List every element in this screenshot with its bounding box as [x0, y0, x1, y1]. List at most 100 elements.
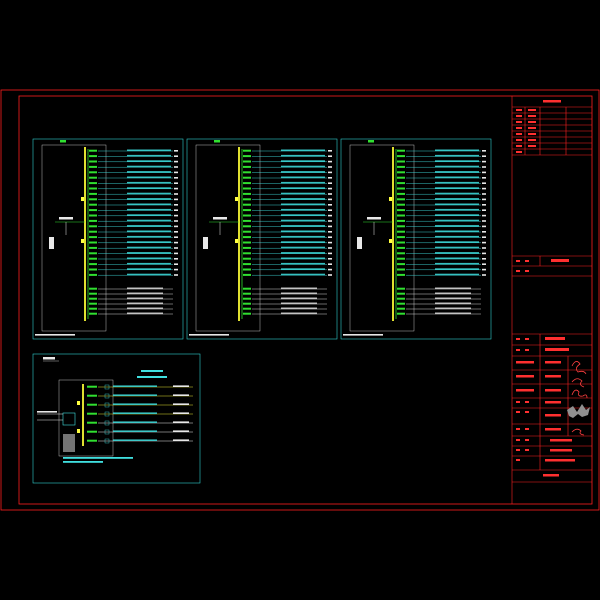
- sheet-outer-border: [0, 89, 600, 511]
- circuit-spec: [435, 292, 471, 295]
- circuit-load: [174, 166, 178, 168]
- circuit-line: [397, 154, 486, 158]
- circuit-line: [89, 225, 178, 228]
- circuit-load: [174, 252, 178, 255]
- circuit-line: [397, 176, 486, 179]
- circuit-line: [89, 187, 178, 190]
- circuit-tag: [397, 292, 405, 295]
- circuit-line-lower: [397, 302, 481, 305]
- detail-header-2: [137, 376, 167, 378]
- circuit-load: [328, 166, 332, 168]
- detail-circuit: [87, 420, 193, 426]
- circuit-load: [482, 150, 486, 152]
- panel-note: [35, 334, 75, 336]
- circuit-spec: [281, 208, 325, 211]
- circuit-line: [243, 235, 332, 239]
- circuit-line-lower: [89, 307, 173, 310]
- breaker-box: [104, 393, 110, 399]
- circuit-line: [243, 252, 332, 255]
- circuit-line: [243, 171, 332, 174]
- circuit-load: [174, 247, 178, 249]
- circuit-spec: [435, 273, 479, 276]
- circuit-tag: [397, 209, 405, 212]
- circuit-spec: [435, 225, 479, 227]
- circuit-tag: [397, 263, 405, 266]
- circuit-line: [89, 219, 178, 222]
- circuit-tag: [243, 312, 251, 315]
- circuit-load: [328, 236, 332, 238]
- circuit-tag: [397, 171, 405, 174]
- circuit-load: [482, 252, 486, 255]
- circuit-line: [397, 160, 486, 163]
- circuit-spec: [127, 149, 171, 152]
- circuit-line: [397, 241, 486, 244]
- circuit-spec: [281, 165, 325, 168]
- circuit-tag: [397, 165, 405, 168]
- circuit-spec: [127, 262, 171, 265]
- circuit-spec: [435, 176, 479, 179]
- circuit-tag: [89, 182, 97, 185]
- circuit-spec: [281, 307, 317, 310]
- circuit-load: [174, 268, 178, 271]
- circuit-spec: [281, 257, 325, 260]
- circuit-spec: [435, 297, 471, 300]
- circuit-load: [328, 187, 332, 190]
- circuit-line: [89, 203, 178, 206]
- circuit-line: [243, 208, 332, 212]
- circuit-line: [89, 208, 178, 212]
- signature-4: [571, 428, 585, 436]
- circuit-tag: [89, 241, 97, 244]
- circuit-load: [482, 225, 486, 228]
- circuit-load: [328, 231, 332, 233]
- circuit-line: [89, 149, 178, 152]
- circuit-load: [174, 182, 178, 184]
- circuit-line: [243, 176, 332, 179]
- circuit-line: [89, 171, 178, 174]
- circuit-line: [397, 246, 486, 249]
- circuit-tag: [397, 297, 405, 300]
- circuit-spec: [127, 246, 171, 249]
- circuit-tag: [89, 257, 97, 260]
- panel-tag: [368, 140, 374, 143]
- circuit-line-lower: [89, 292, 173, 295]
- circuit-spec: [127, 241, 171, 243]
- circuit-line: [243, 149, 332, 152]
- panel-1: [32, 138, 184, 340]
- circuit-tag: [87, 439, 97, 442]
- signature-1: [571, 361, 587, 375]
- circuit-line: [397, 235, 486, 239]
- circuit-spec: [435, 171, 479, 173]
- panel-frame: [340, 138, 492, 340]
- circuit-tag: [243, 302, 251, 305]
- circuit-spec: [281, 181, 325, 184]
- circuit-line: [243, 165, 332, 168]
- circuit-line: [89, 252, 178, 255]
- circuit-line: [243, 181, 332, 185]
- circuit-load: [328, 150, 332, 152]
- circuit-line: [397, 214, 486, 217]
- detail-circuit: [87, 438, 193, 444]
- circuit-line: [89, 235, 178, 239]
- circuit-tag: [89, 198, 97, 201]
- circuit-tag: [243, 246, 251, 249]
- circuit-line: [243, 154, 332, 158]
- circuit-tag: [397, 192, 405, 195]
- breaker-box: [104, 384, 110, 390]
- circuit-spec: [281, 214, 325, 216]
- circuit-tag: [243, 268, 251, 271]
- circuit-line-lower: [89, 287, 173, 290]
- circuit-spec: [281, 198, 325, 200]
- circuit-spec: [113, 439, 157, 441]
- circuit-line: [89, 165, 178, 168]
- circuit-line: [397, 171, 486, 174]
- circuit-spec: [281, 262, 325, 265]
- circuit-tag: [243, 219, 251, 222]
- signature-stamp-gray: [567, 404, 590, 418]
- circuit-spec: [127, 225, 171, 227]
- circuit-line: [397, 257, 486, 260]
- circuit-spec: [127, 287, 163, 290]
- circuit-line: [89, 181, 178, 185]
- circuit-load: [328, 209, 332, 211]
- circuit-tag: [243, 273, 251, 276]
- signature-2: [571, 378, 585, 388]
